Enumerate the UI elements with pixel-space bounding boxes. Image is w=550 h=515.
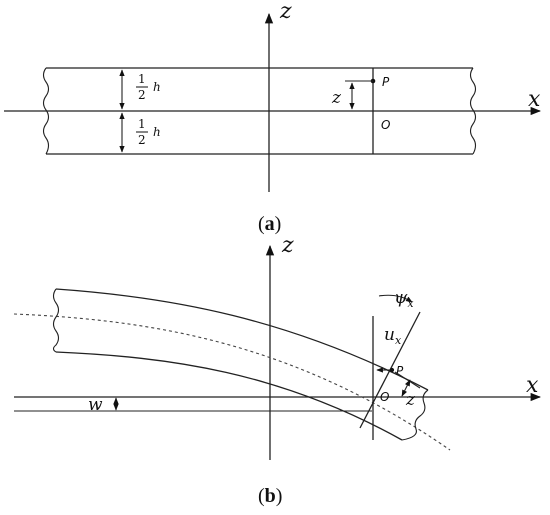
z-dimension-label: z — [405, 390, 416, 410]
z-axis-label: z — [281, 233, 294, 258]
psi-angle-arc — [378, 294, 413, 303]
svg-text:1: 1 — [138, 72, 146, 86]
w-label: w — [88, 395, 103, 415]
u-label: ux — [384, 325, 402, 347]
right-break-line — [469, 67, 477, 155]
deformed-midsurface — [13, 313, 451, 451]
svg-text:h: h — [153, 125, 161, 139]
left-break-line — [42, 67, 50, 155]
caption-a: (a) — [258, 213, 281, 235]
lower-half-h-label: 1 2 h — [136, 117, 161, 147]
z-axis-label: z — [279, 0, 292, 24]
psi-label: ψx — [394, 288, 414, 310]
deformed-top-surface — [55, 288, 429, 391]
upper-half-h-label: 1 2 h — [136, 72, 161, 102]
point-o-label: O — [381, 118, 390, 132]
deformed-bottom-surface — [55, 351, 403, 441]
left-break-line — [52, 288, 60, 353]
caption-b: (b) — [258, 485, 282, 507]
point-p-label: P — [382, 75, 390, 89]
x-axis-label: x — [528, 87, 541, 112]
point-p-label: P — [396, 364, 404, 378]
point-p-marker — [389, 367, 395, 373]
svg-text:2: 2 — [138, 133, 146, 147]
svg-text:h: h — [153, 80, 161, 94]
x-axis-label: x — [526, 373, 539, 398]
panel-b: x z w ψx ux P O z (b) — [13, 233, 542, 507]
point-o-label: O — [380, 390, 389, 404]
z-dimension — [401, 379, 411, 397]
svg-text:2: 2 — [138, 88, 146, 102]
right-break-line — [401, 389, 429, 441]
z-dimension-label: z — [331, 88, 342, 108]
panel-a: x z 1 2 h 1 2 h P O z (a) — [4, 0, 542, 235]
svg-text:1: 1 — [138, 117, 146, 131]
